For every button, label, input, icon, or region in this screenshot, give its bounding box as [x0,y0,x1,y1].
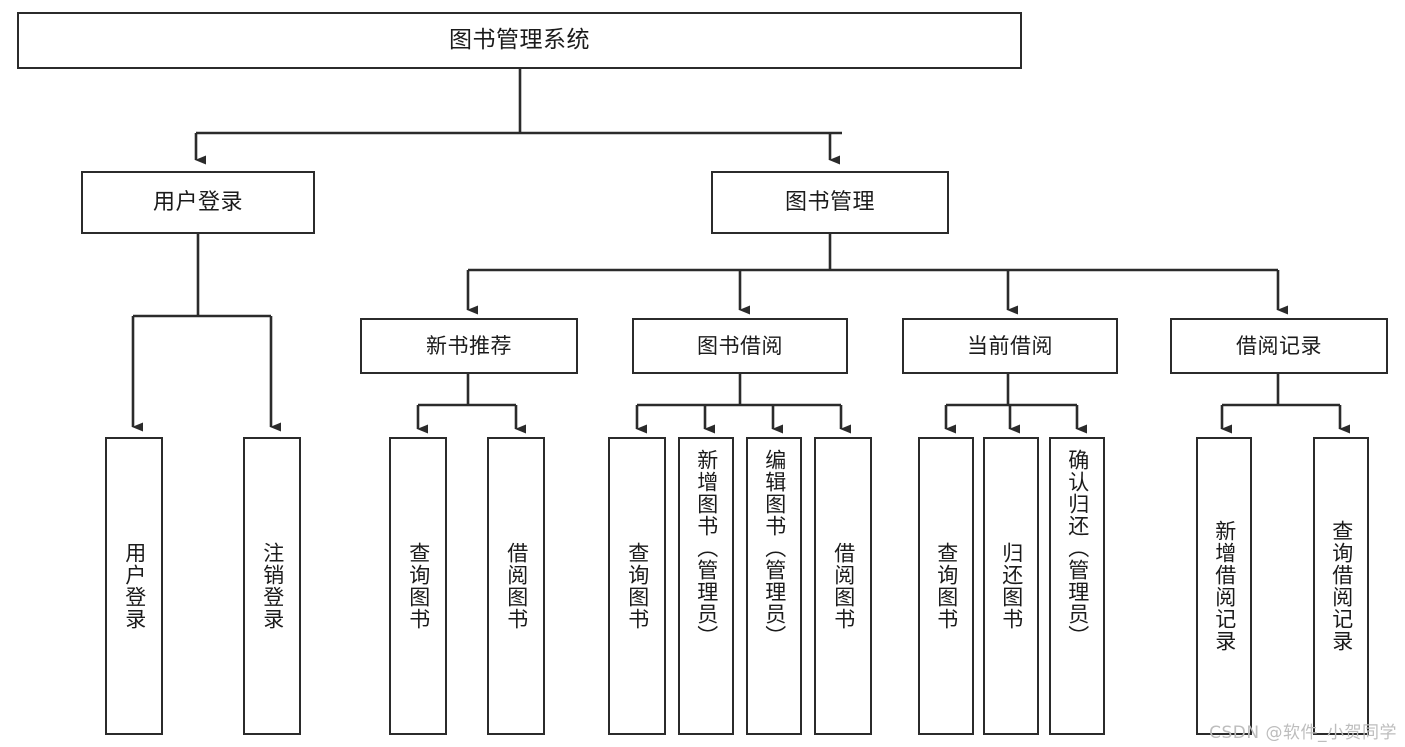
leaf-borrow-book-2[interactable]: 借阅图书 [814,437,872,735]
node-book-manage[interactable]: 图书管理 [711,171,949,234]
node-root[interactable]: 图书管理系统 [17,12,1022,69]
leaf-edit-book[interactable]: 编辑图书（管理员） [746,437,802,735]
leaf-query-record[interactable]: 查询借阅记录 [1313,437,1369,735]
node-book-manage-label: 图书管理 [784,189,875,215]
leaf-query-book-2-label: 查询图书 [625,542,650,630]
leaf-query-book-1-label: 查询图书 [406,542,431,630]
leaf-query-book-3[interactable]: 查询图书 [918,437,974,735]
node-root-label: 图书管理系统 [449,27,590,54]
leaf-edit-book-label: 编辑图书（管理员） [762,449,787,647]
leaf-query-book-1[interactable]: 查询图书 [389,437,447,735]
node-borrow-record-label: 借阅记录 [1236,333,1322,358]
node-borrow-record[interactable]: 借阅记录 [1170,318,1388,374]
watermark: CSDN @软件_小贺同学 [1209,723,1397,743]
leaf-add-book-label: 新增图书（管理员） [694,449,719,647]
node-book-borrow-label: 图书借阅 [697,333,783,358]
leaf-logout-label: 注销登录 [260,542,285,630]
node-user-login[interactable]: 用户登录 [81,171,315,234]
node-current-borrow[interactable]: 当前借阅 [902,318,1118,374]
node-new-book-rec[interactable]: 新书推荐 [360,318,578,374]
leaf-add-record-label: 新增借阅记录 [1212,520,1237,652]
node-new-book-rec-label: 新书推荐 [426,333,512,358]
leaf-query-book-2[interactable]: 查询图书 [608,437,666,735]
node-book-borrow[interactable]: 图书借阅 [632,318,848,374]
leaf-query-record-label: 查询借阅记录 [1329,520,1354,652]
leaf-query-book-3-label: 查询图书 [934,542,959,630]
leaf-borrow-book-1[interactable]: 借阅图书 [487,437,545,735]
leaf-add-record[interactable]: 新增借阅记录 [1196,437,1252,735]
leaf-confirm-return-label: 确认归还（管理员） [1065,449,1090,647]
leaf-borrow-book-1-label: 借阅图书 [504,542,529,630]
leaf-return-book-label: 归还图书 [999,542,1024,630]
node-current-borrow-label: 当前借阅 [967,333,1053,358]
node-user-login-label: 用户登录 [152,189,243,215]
leaf-confirm-return[interactable]: 确认归还（管理员） [1049,437,1105,735]
leaf-user-login[interactable]: 用户登录 [105,437,163,735]
leaf-logout[interactable]: 注销登录 [243,437,301,735]
leaf-borrow-book-2-label: 借阅图书 [831,542,856,630]
leaf-add-book[interactable]: 新增图书（管理员） [678,437,734,735]
leaf-user-login-label: 用户登录 [122,542,147,630]
leaf-return-book[interactable]: 归还图书 [983,437,1039,735]
